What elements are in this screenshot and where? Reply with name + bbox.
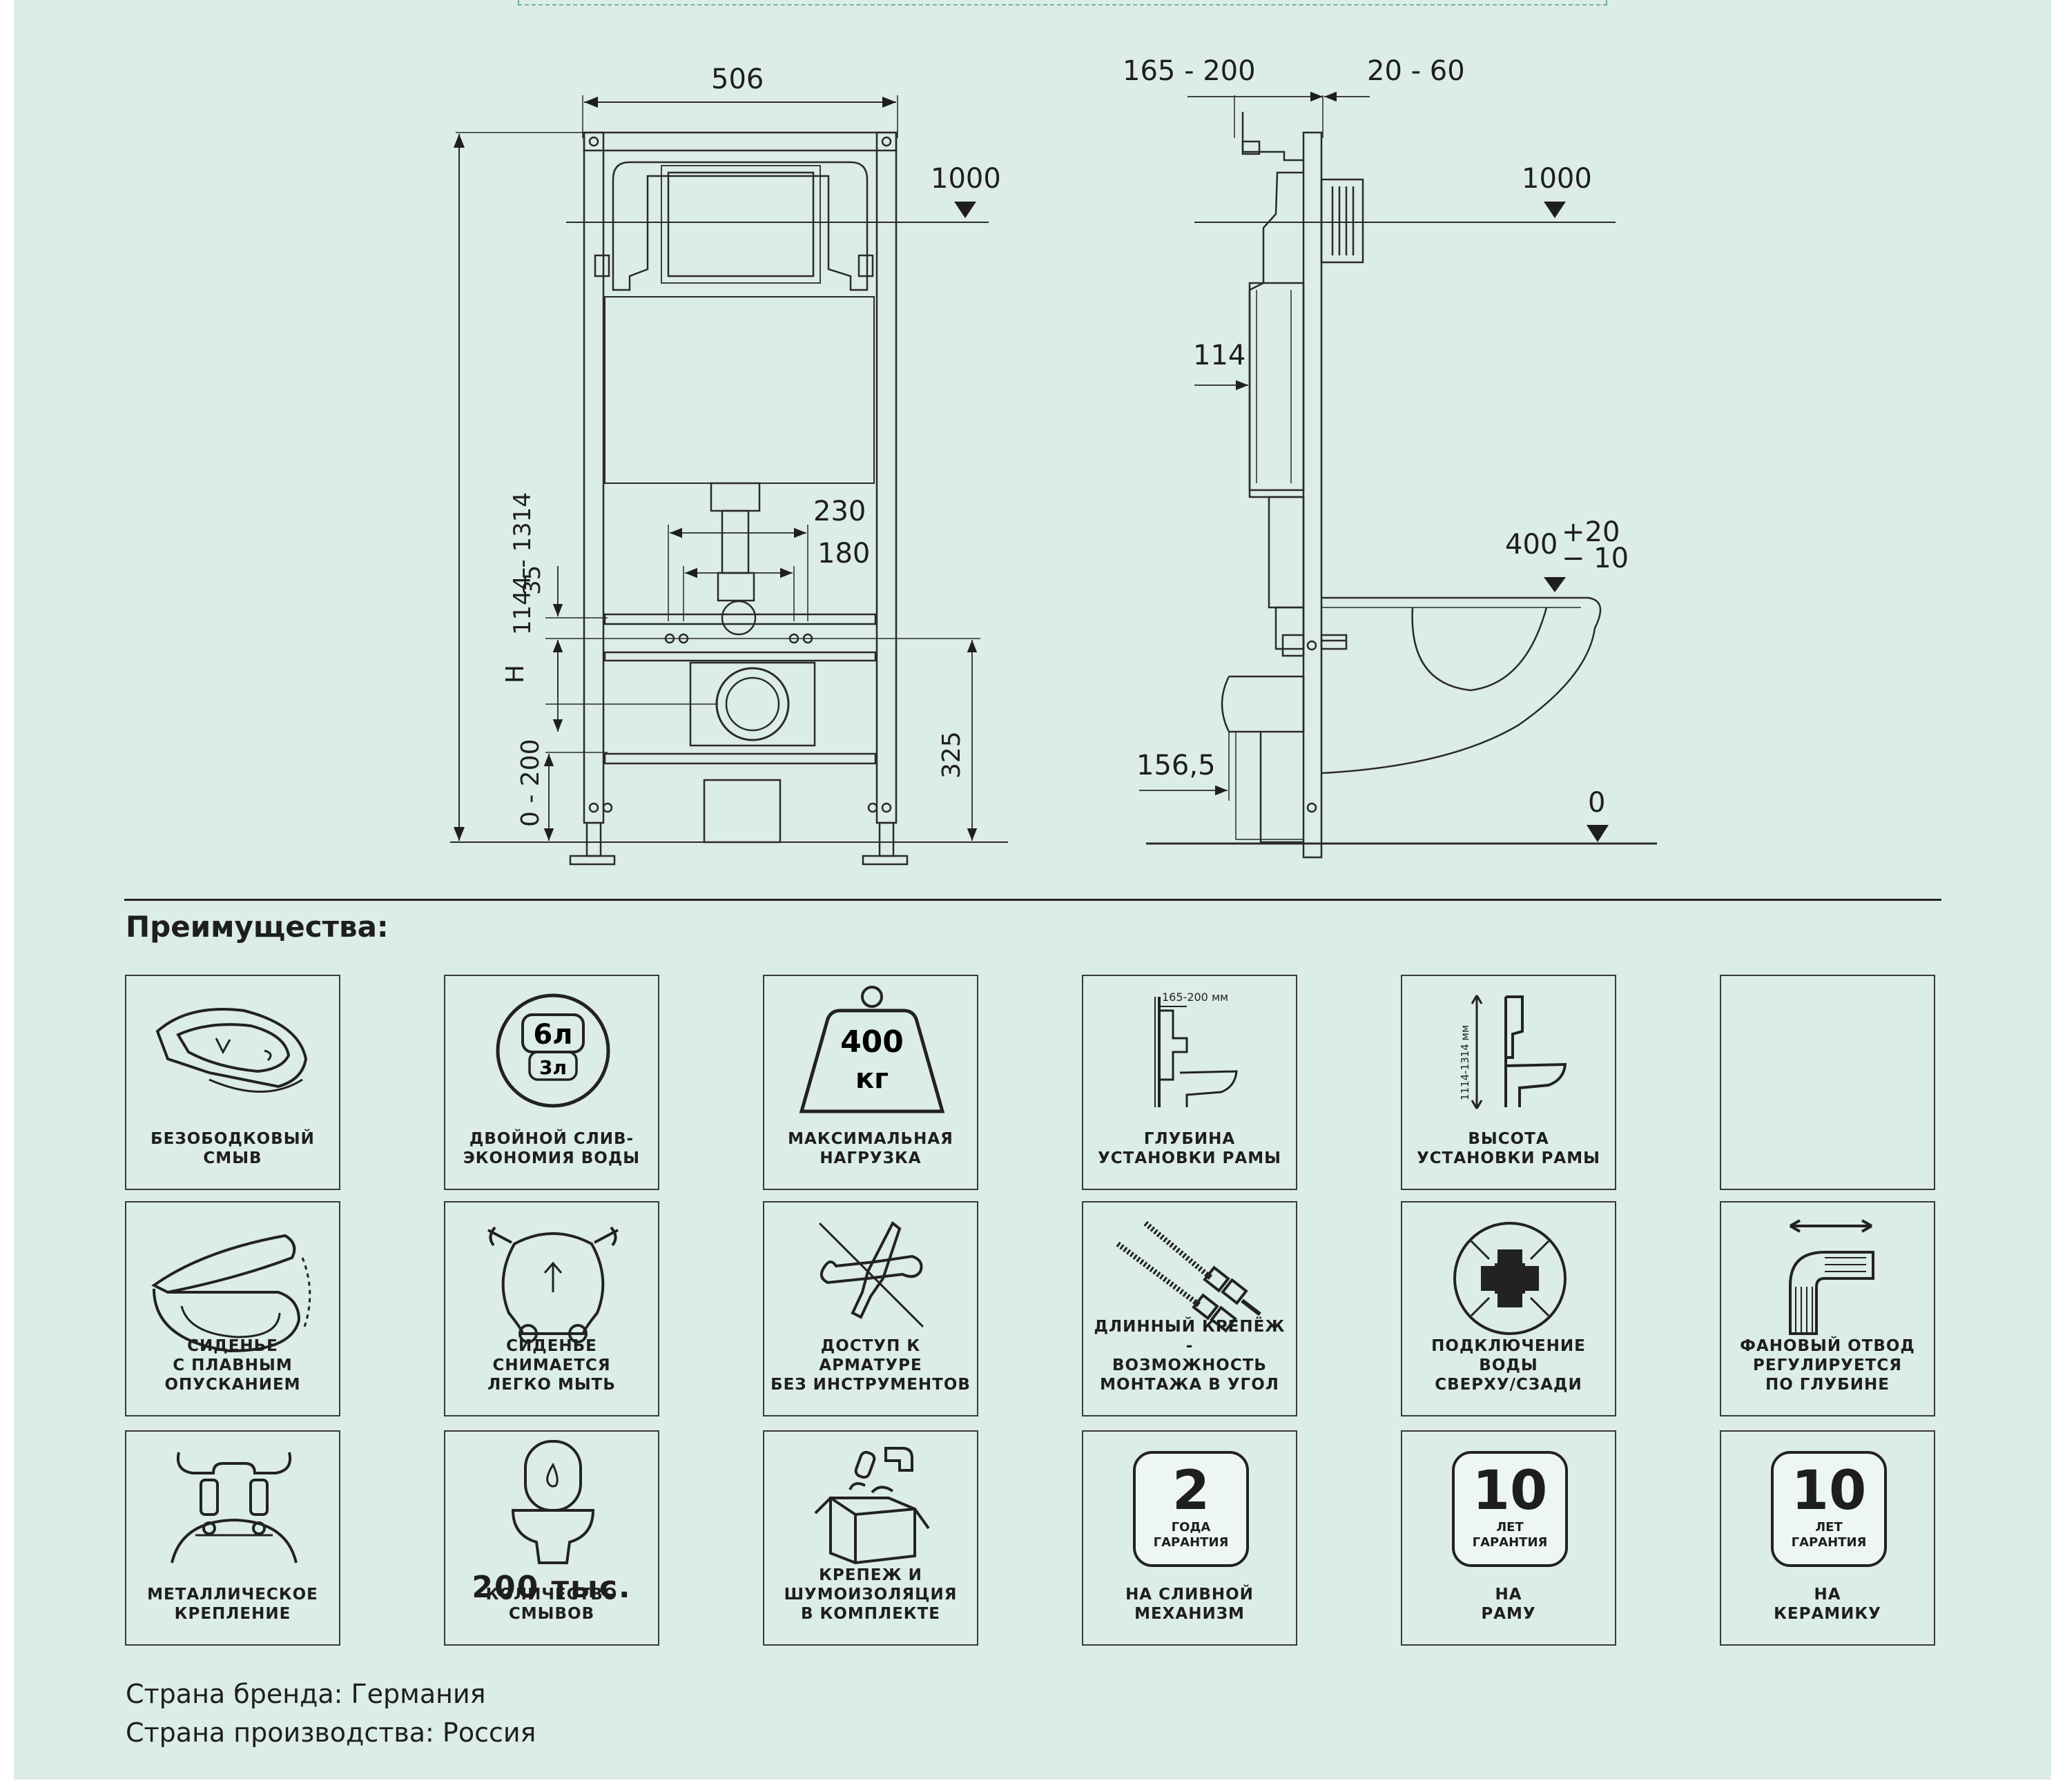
level-marker-icon: [954, 202, 976, 218]
advantage-caption: ГЛУБИНА УСТАНОВКИ РАМЫ: [1098, 1130, 1281, 1167]
dual-flush-icon: 6л 3л: [496, 993, 610, 1108]
frame-height-icon: 1114-1314 мм: [1459, 995, 1567, 1109]
removable-seat-icon: [487, 1226, 619, 1343]
spec-sheet: [14, 0, 2051, 1780]
dim-0-200: 0 - 200: [516, 739, 545, 828]
dim-h: H: [501, 665, 530, 683]
advantage-card: МЕТАЛЛИЧЕСКОЕ КРЕПЛЕНИЕ: [125, 1430, 340, 1646]
weight-icon: 400 кг: [799, 986, 945, 1113]
advantage-caption: НА КЕРАМИКУ: [1774, 1586, 1881, 1623]
advantage-caption: МЕТАЛЛИЧЕСКОЕ КРЕПЛЕНИЕ: [147, 1586, 318, 1623]
dim-level-1000: 1000: [931, 163, 1001, 195]
advantage-caption: ФАНОВЫЙ ОТВОД РЕГУЛИРУЕТСЯ ПО ГЛУБИНЕ: [1740, 1337, 1915, 1394]
advantage-card: 165-200 мм ГЛУБИНА УСТАНОВКИ РАМЫ: [1082, 975, 1297, 1190]
floor-marker-icon: [1587, 825, 1609, 842]
advantage-card-empty: [1720, 975, 1935, 1190]
advantage-card: 6л 3л ДВОЙНОЙ СЛИВ- ЭКОНОМИЯ ВОДЫ: [444, 975, 659, 1190]
dim-35: 35: [518, 565, 546, 595]
no-tools-icon: [818, 1220, 924, 1328]
advantage-caption: СИДЕНЬЕ С ПЛАВНЫМ ОПУСКАНИЕМ: [164, 1337, 301, 1394]
advantage-card: ДЛИННЫЙ КРЕПЁЖ - ВОЗМОЖНОСТЬ МОНТАЖА В У…: [1082, 1201, 1297, 1416]
dashed-border: [518, 0, 1607, 6]
dual-flush-small: 3л: [539, 1056, 567, 1079]
seat-level-marker-icon: [1544, 577, 1566, 592]
frame-depth-icon: 165-200 мм: [1154, 991, 1238, 1107]
warranty-years: 10: [1791, 1460, 1867, 1522]
advantage-card: ФАНОВЫЙ ОТВОД РЕГУЛИРУЕТСЯ ПО ГЛУБИНЕ: [1720, 1201, 1935, 1416]
dim-depth: 165 - 200: [1123, 55, 1256, 87]
frame-height-note: 1114-1314 мм: [1459, 1025, 1471, 1100]
rimless-bowl-icon: [155, 1008, 308, 1093]
dim-114: 114: [1193, 340, 1245, 371]
advantage-card: КРЕПЕЖ И ШУМОИЗОЛЯЦИЯ В КОМПЛЕКТЕ: [763, 1430, 978, 1646]
brand-country: Страна бренда: Германия: [126, 1679, 486, 1709]
dim-width: 506: [711, 64, 764, 95]
advantage-card: 10 ЛЕТ ГАРАНТИЯ НА РАМУ: [1401, 1430, 1616, 1646]
toilet-drop-icon: [511, 1440, 595, 1564]
weight-unit: кг: [855, 1063, 889, 1095]
dim-156: 156,5: [1136, 750, 1216, 781]
warranty-label: ЛЕТ ГАРАНТИЯ: [1472, 1520, 1548, 1550]
dim-230: 230: [813, 496, 866, 527]
advantages-title: Преимущества:: [126, 910, 389, 944]
warranty-badge-icon: 2 ГОДА ГАРАНТИЯ: [1133, 1451, 1249, 1567]
side-view: [1139, 91, 1657, 859]
advantage-caption: СИДЕНЬЕ СНИМАЕТСЯ ЛЕГКО МЫТЬ: [487, 1337, 616, 1394]
frame-depth-note: 165-200 мм: [1162, 991, 1228, 1004]
front-view: [450, 95, 1008, 866]
advantage-caption: НА СЛИВНОЙ МЕХАНИЗМ: [1125, 1586, 1254, 1623]
warranty-years: 2: [1172, 1460, 1210, 1522]
advantage-card: БЕЗОБОДКОВЫЙ СМЫВ: [125, 975, 340, 1190]
advantage-card: ПОДКЛЮЧЕНИЕ ВОДЫ СВЕРХУ/СЗАДИ: [1401, 1201, 1616, 1416]
advantage-caption: МАКСИМАЛЬНАЯ НАГРУЗКА: [788, 1130, 953, 1167]
metal-fixing-icon: [171, 1452, 298, 1564]
dim-tolerance-minus: − 10: [1562, 543, 1629, 574]
advantage-caption: ДЛИННЫЙ КРЕПЁЖ - ВОЗМОЖНОСТЬ МОНТАЖА В У…: [1094, 1318, 1286, 1394]
soft-close-seat-icon: [151, 1234, 311, 1353]
advantage-caption: КОЛИЧЕСТВО СМЫВОВ: [485, 1586, 618, 1623]
advantage-card: 2 ГОДА ГАРАНТИЯ НА СЛИВНОЙ МЕХАНИЗМ: [1082, 1430, 1297, 1646]
kit-box-icon: [814, 1447, 930, 1565]
advantage-card: 1114-1314 мм ВЫСОТА УСТАНОВКИ РАМЫ: [1401, 975, 1616, 1190]
advantage-card: СИДЕНЬЕ СНИМАЕТСЯ ЛЕГКО МЫТЬ: [444, 1201, 659, 1416]
dim-325: 325: [938, 731, 966, 779]
warranty-badge-icon: 10 ЛЕТ ГАРАНТИЯ: [1452, 1451, 1568, 1567]
advantage-caption: ВЫСОТА УСТАНОВКИ РАМЫ: [1417, 1130, 1600, 1167]
advantage-caption: НА РАМУ: [1481, 1586, 1536, 1623]
warranty-badge-icon: 10 ЛЕТ ГАРАНТИЯ: [1771, 1451, 1887, 1567]
dim-wall: 20 - 60: [1367, 55, 1465, 87]
dim-level-1000: 1000: [1522, 163, 1592, 195]
dim-floor: 0: [1588, 787, 1605, 819]
warranty-label: ЛЕТ ГАРАНТИЯ: [1791, 1520, 1867, 1550]
drain-pipe-icon: [1789, 1219, 1874, 1335]
advantage-caption: ДВОЙНОЙ СЛИВ- ЭКОНОМИЯ ВОДЫ: [463, 1130, 641, 1167]
advantage-caption: ПОДКЛЮЧЕНИЕ ВОДЫ СВЕРХУ/СЗАДИ: [1431, 1337, 1586, 1394]
advantage-card: 400 кг МАКСИМАЛЬНАЯ НАГРУЗКА: [763, 975, 978, 1190]
dim-height: 1144 - 1314: [509, 492, 536, 635]
advantage-card: 10 ЛЕТ ГАРАНТИЯ НА КЕРАМИКУ: [1720, 1430, 1935, 1646]
warranty-label: ГОДА ГАРАНТИЯ: [1153, 1520, 1229, 1550]
section-divider: [124, 899, 1941, 901]
advantage-caption: КРЕПЕЖ И ШУМОИЗОЛЯЦИЯ В КОМПЛЕКТЕ: [784, 1566, 958, 1623]
advantage-card: 200 тыс. КОЛИЧЕСТВО СМЫВОВ: [444, 1430, 659, 1646]
dim-tolerance-plus: +20: [1562, 516, 1620, 548]
dim-180: 180: [817, 538, 870, 569]
level-marker-icon: [1544, 202, 1566, 218]
dim-seat-height: 400: [1505, 529, 1558, 561]
water-connection-icon: [1453, 1222, 1567, 1335]
warranty-years: 10: [1472, 1460, 1548, 1522]
flush-count: 200 тыс.: [472, 1570, 632, 1605]
advantage-card: СИДЕНЬЕ С ПЛАВНЫМ ОПУСКАНИЕМ: [125, 1201, 340, 1416]
advantage-card: ДОСТУП К АРМАТУРЕ БЕЗ ИНСТРУМЕНТОВ: [763, 1201, 978, 1416]
weight-value: 400: [840, 1024, 904, 1060]
production-country: Страна производства: Россия: [126, 1717, 536, 1748]
advantage-caption: ДОСТУП К АРМАТУРЕ БЕЗ ИНСТРУМЕНТОВ: [770, 1337, 971, 1394]
long-bolts-icon: [1116, 1220, 1261, 1333]
dual-flush-big: 6л: [533, 1019, 572, 1051]
advantage-caption: БЕЗОБОДКОВЫЙ СМЫВ: [151, 1130, 315, 1167]
technical-drawings: 506 1000 230 180 1144 - 1314 35 H 0 - 20…: [450, 55, 1657, 866]
